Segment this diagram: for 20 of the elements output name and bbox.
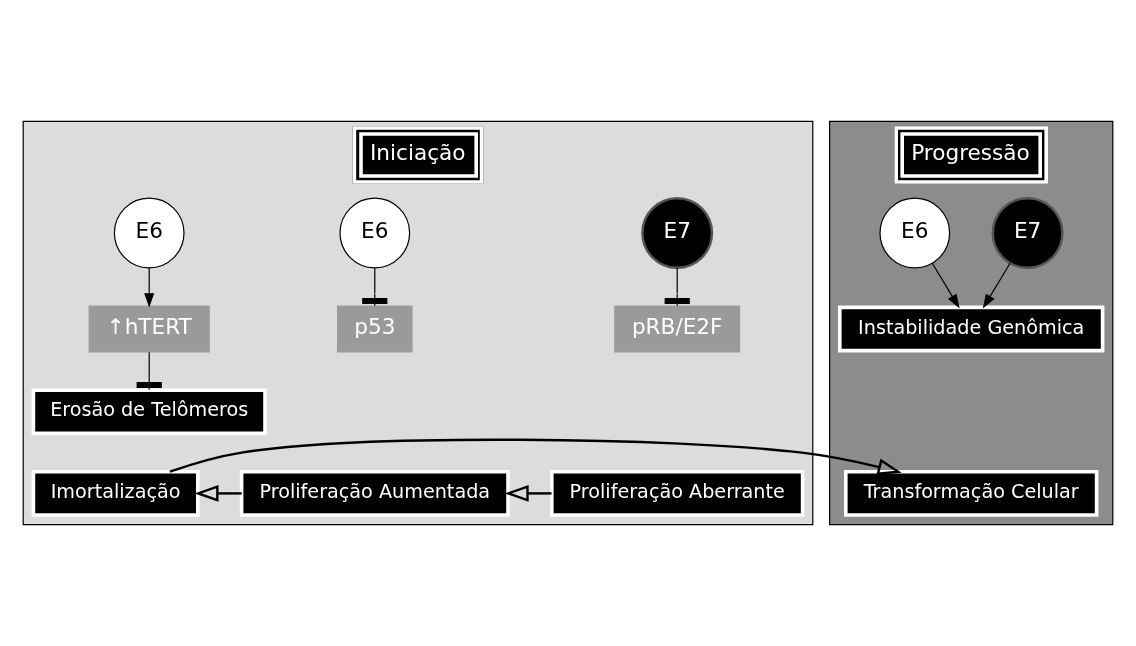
node-circle: E7 bbox=[991, 197, 1064, 269]
arrow bbox=[169, 438, 902, 475]
node-circle: E6 bbox=[113, 197, 185, 269]
node-box: Instabilidade Genômica bbox=[838, 305, 1105, 353]
node-box: ↑hTERT bbox=[88, 305, 210, 353]
node-box: Imortalização bbox=[31, 470, 200, 517]
node-box: p53 bbox=[337, 305, 413, 353]
arrow bbox=[194, 485, 242, 502]
node-box: Proliferação Aberrante bbox=[550, 470, 805, 517]
node-circle: E7 bbox=[641, 197, 714, 269]
arrow bbox=[144, 267, 155, 308]
node-box: pRB/E2F bbox=[614, 305, 741, 353]
node-box: Proliferação Aumentada bbox=[239, 470, 510, 517]
node-circle: E6 bbox=[879, 197, 951, 269]
node-box: Transformação Celular bbox=[844, 470, 1099, 517]
arrow bbox=[931, 262, 960, 309]
arrow bbox=[504, 485, 552, 502]
node-circle: E6 bbox=[339, 197, 411, 269]
arrow bbox=[982, 262, 1011, 309]
node-box: Erosão de Telômeros bbox=[31, 388, 267, 436]
